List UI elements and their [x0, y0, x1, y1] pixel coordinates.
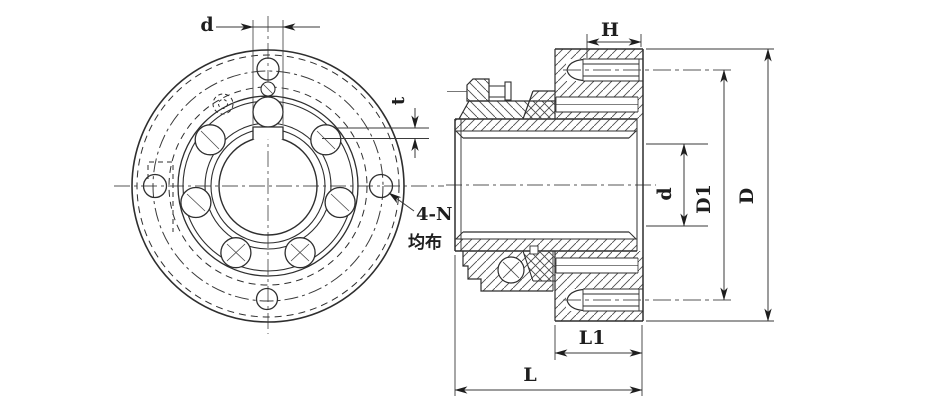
dim-front-d: d [200, 14, 320, 124]
bottom-cover-assembly [462, 245, 555, 292]
dim-front-t: t [322, 96, 429, 158]
bolt-circle [152, 70, 384, 302]
dim-label-t: t [388, 96, 409, 105]
drum-wall-bottom-hatch [455, 239, 637, 251]
flange-bolt-top [563, 58, 733, 82]
keyway [252, 126, 284, 140]
hub-flange-bottom [554, 251, 733, 322]
hole-note-line2: 均布 [408, 232, 442, 253]
gear-mesh-groove-top [555, 96, 639, 113]
grease-bolt [447, 78, 512, 102]
flange-outer-circle [131, 49, 405, 323]
ball-plug [260, 81, 276, 97]
dim-label-D: D [736, 188, 758, 204]
dim-label-D1: D1 [693, 184, 715, 214]
bolt-hole-bottom [255, 287, 279, 311]
dim-L1: L1 [554, 325, 643, 360]
top-cover-assembly [447, 78, 555, 120]
dim-label-bore-d: d [654, 187, 676, 200]
hidden-grease-screw [212, 93, 234, 115]
gear-mesh-groove-bottom [555, 257, 639, 274]
bolt-hole-right [368, 173, 394, 199]
flange-bolt-bottom [563, 288, 733, 312]
dim-D1: D1 [693, 69, 728, 301]
dim-label-H: H [601, 19, 619, 41]
dim-L: L [454, 255, 643, 396]
dim-label-d-front: d [200, 14, 213, 36]
hole-count-note: 4-N 均布 [388, 192, 452, 253]
hub-hidden-circle [168, 86, 368, 286]
hub-flange-top [554, 48, 733, 119]
section-view [446, 48, 733, 322]
hidden-slot-outline [147, 161, 174, 232]
bearing-ball-marks [186, 130, 350, 262]
drum-wall-top-hatch [455, 119, 637, 131]
detent-ball [497, 256, 525, 284]
dim-bore-d: d [646, 143, 708, 227]
leader-line [388, 192, 415, 212]
seal-notch [529, 245, 539, 255]
dim-label-L: L [523, 364, 536, 386]
flange-chamfer-circle [136, 54, 400, 318]
dim-D: D [646, 48, 774, 322]
hole-note-line1: 4-N [416, 204, 452, 225]
front-view [114, 16, 444, 334]
bolt-hole-left [142, 173, 168, 199]
dim-label-L1: L1 [579, 327, 606, 349]
bearing-ball [252, 96, 284, 128]
dim-H: H [586, 19, 642, 58]
bolt-hole-top [256, 57, 280, 81]
